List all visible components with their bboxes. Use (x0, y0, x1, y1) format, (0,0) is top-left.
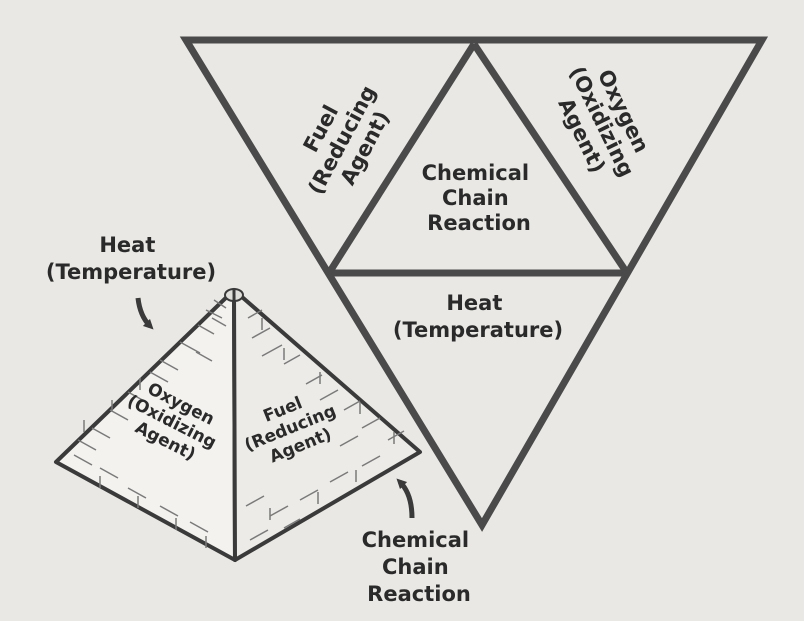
pyramid-center-edge (232, 289, 237, 561)
outer-triangle-outline (179, 36, 769, 532)
right-face-bricks (245, 309, 405, 541)
heat-label-line-1: Heat (446, 291, 502, 315)
pyramid-chain-line-2: Chain (382, 555, 449, 579)
chain-reaction-label: Chemical Chain Reaction (422, 161, 537, 235)
pyramid-chain-line-3: Reaction (367, 582, 471, 606)
pyramid-heat-line-1: Heat (99, 233, 155, 257)
chain-arrow (396, 478, 415, 519)
inner-left-edge (326, 42, 477, 275)
heat-arrow (135, 297, 154, 330)
inverted-triangle (179, 36, 769, 532)
chain-label-line-1: Chemical (422, 161, 530, 185)
chain-label-line-3: Reaction (427, 211, 531, 235)
pyramid-chain-label: Chemical Chain Reaction (362, 528, 477, 606)
pyramid-heat-label: Heat (Temperature) (46, 233, 216, 284)
chain-label-line-2: Chain (442, 186, 509, 210)
pyramid-heat-line-2: (Temperature) (46, 260, 216, 284)
left-face-bricks (73, 299, 227, 548)
heat-label-line-2: (Temperature) (393, 318, 563, 342)
heat-label: Heat (Temperature) (393, 291, 563, 342)
brick-pyramid (54, 288, 422, 562)
inner-right-edge (471, 42, 630, 275)
pyramid-chain-line-1: Chemical (362, 528, 470, 552)
